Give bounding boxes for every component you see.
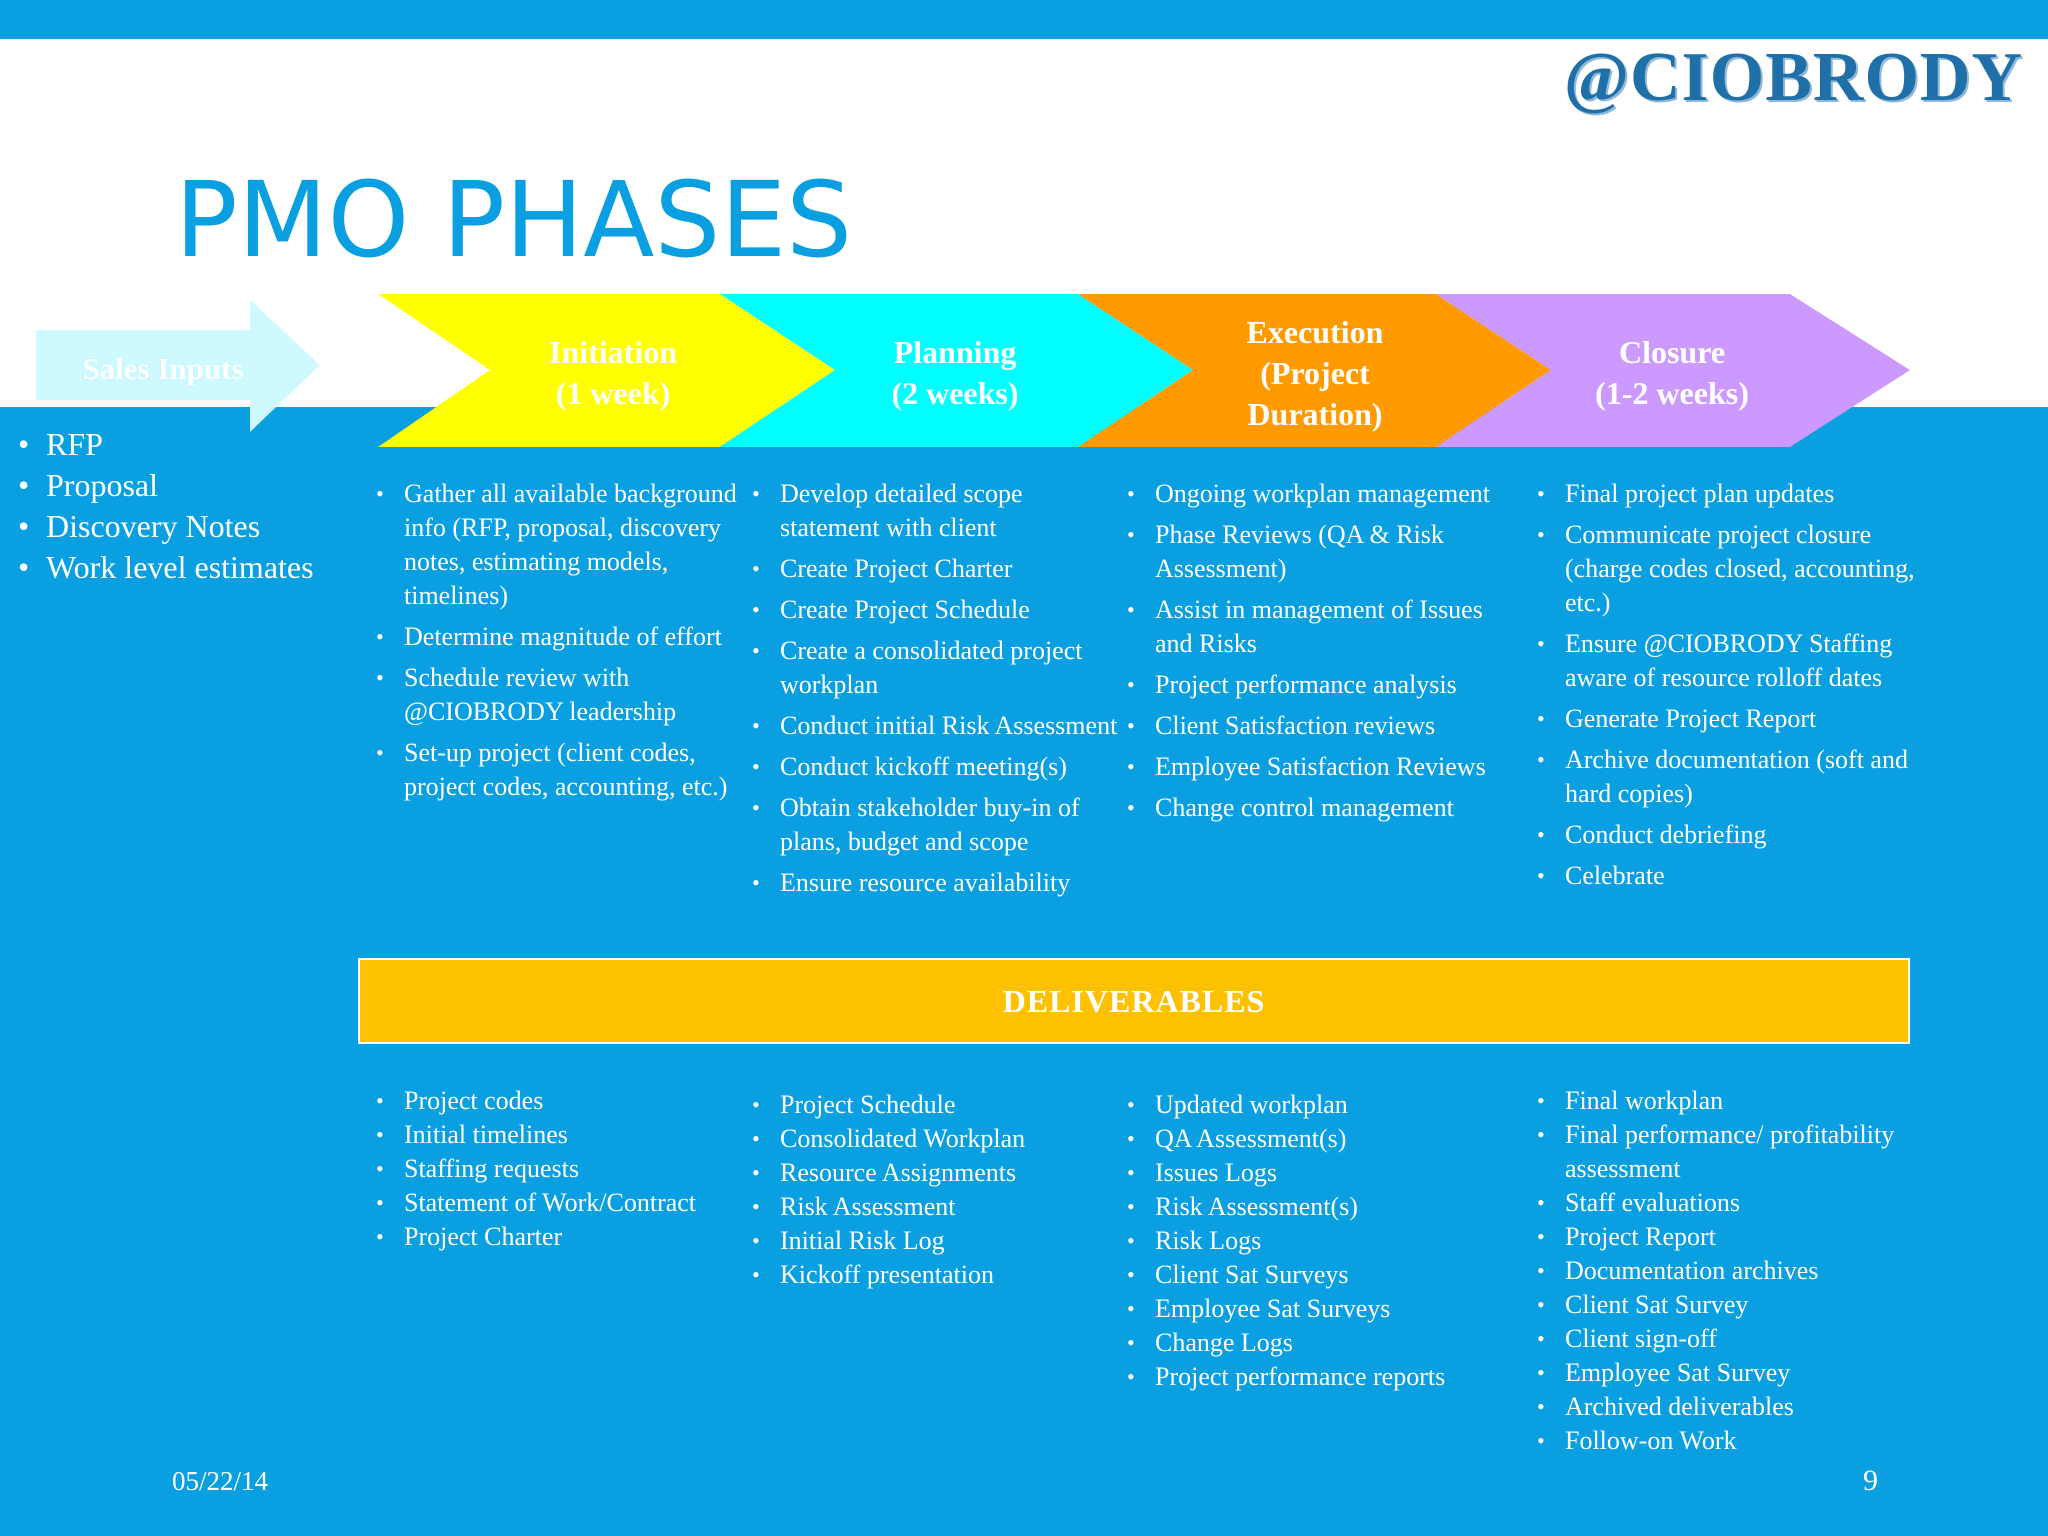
list-item: Conduct debriefing bbox=[1537, 818, 1917, 852]
list-item: Follow-on Work bbox=[1537, 1424, 1917, 1458]
list-item: Client sign-off bbox=[1537, 1322, 1917, 1356]
list-item: Staffing requests bbox=[376, 1152, 746, 1186]
list-item: Proposal bbox=[18, 465, 348, 506]
list-item: Assist in management of Issues and Risks bbox=[1127, 593, 1497, 661]
list-item: Generate Project Report bbox=[1537, 702, 1917, 736]
list-item: Ongoing workplan management bbox=[1127, 477, 1497, 511]
phase-title-line: (1-2 weeks) bbox=[1595, 375, 1749, 411]
list-item: Resource Assignments bbox=[752, 1156, 1122, 1190]
list-item: Project codes bbox=[376, 1084, 746, 1118]
sales-inputs-list: RFP Proposal Discovery Notes Work level … bbox=[18, 424, 348, 588]
list-item: Set-up project (client codes, project co… bbox=[376, 736, 746, 804]
list-item: Archive documentation (soft and hard cop… bbox=[1537, 743, 1917, 811]
chevron-closure bbox=[1436, 294, 1910, 447]
list-item: Celebrate bbox=[1537, 859, 1917, 893]
list-item: Employee Sat Survey bbox=[1537, 1356, 1917, 1390]
list-item: Employee Sat Surveys bbox=[1127, 1292, 1497, 1326]
initiation-activities: Gather all available background info (RF… bbox=[376, 477, 746, 811]
sales-inputs-arrow bbox=[36, 300, 320, 432]
phase-title-closure: Closure (1-2 weeks) bbox=[1537, 332, 1807, 414]
footer-date: 05/22/14 bbox=[172, 1466, 269, 1496]
list-item: Create Project Charter bbox=[752, 552, 1122, 586]
sales-inputs-label: Sales Inputs bbox=[82, 351, 244, 386]
list-item: Staff evaluations bbox=[1537, 1186, 1917, 1220]
list-item: Risk Assessment(s) bbox=[1127, 1190, 1497, 1224]
list-item: Gather all available background info (RF… bbox=[376, 477, 746, 613]
list-item: Conduct initial Risk Assessment bbox=[752, 709, 1122, 743]
list-item: Work level estimates bbox=[18, 547, 348, 588]
list-item: Phase Reviews (QA & Risk Assessment) bbox=[1127, 518, 1497, 586]
phase-title-line: (Project bbox=[1260, 355, 1370, 391]
list-item: Employee Satisfaction Reviews bbox=[1127, 750, 1497, 784]
phase-chevrons bbox=[36, 294, 1910, 447]
list-item: Schedule review with @CIOBRODY leadershi… bbox=[376, 661, 746, 729]
list-item: Ensure @CIOBRODY Staffing aware of resou… bbox=[1537, 627, 1917, 695]
closure-deliverables: Final workplan Final performance/ profit… bbox=[1537, 1084, 1917, 1458]
list-item: Risk Logs bbox=[1127, 1224, 1497, 1258]
page-title: PMO PHASES bbox=[175, 159, 853, 281]
phase-title-line: Planning bbox=[893, 334, 1017, 370]
list-item: Project Charter bbox=[376, 1220, 746, 1254]
list-item: Updated workplan bbox=[1127, 1088, 1497, 1122]
list-item: Final workplan bbox=[1537, 1084, 1917, 1118]
list-item: Develop detailed scope statement with cl… bbox=[752, 477, 1122, 545]
phase-title-line: (2 weeks) bbox=[891, 375, 1019, 411]
list-item: Change control management bbox=[1127, 791, 1497, 825]
list-item: Communicate project closure (charge code… bbox=[1537, 518, 1917, 620]
list-item: Create a consolidated project workplan bbox=[752, 634, 1122, 702]
list-item: Initial timelines bbox=[376, 1118, 746, 1152]
phase-title-line: Initiation bbox=[548, 334, 678, 370]
top-accent-bar bbox=[0, 0, 2048, 39]
phase-title-line: Duration) bbox=[1247, 396, 1383, 432]
list-item: Archived deliverables bbox=[1537, 1390, 1917, 1424]
list-item: QA Assessment(s) bbox=[1127, 1122, 1497, 1156]
list-item: Client Sat Surveys bbox=[1127, 1258, 1497, 1292]
list-item: Issues Logs bbox=[1127, 1156, 1497, 1190]
phase-title-planning: Planning (2 weeks) bbox=[820, 332, 1090, 414]
list-item: Kickoff presentation bbox=[752, 1258, 1122, 1292]
initiation-deliverables: Project codes Initial timelines Staffing… bbox=[376, 1084, 746, 1254]
chevron-planning bbox=[720, 294, 1193, 447]
list-item: Create Project Schedule bbox=[752, 593, 1122, 627]
list-item: Risk Assessment bbox=[752, 1190, 1122, 1224]
execution-deliverables: Updated workplan QA Assessment(s) Issues… bbox=[1127, 1088, 1497, 1394]
list-item: Project Schedule bbox=[752, 1088, 1122, 1122]
phase-title-initiation: Initiation (1 week) bbox=[478, 332, 748, 414]
list-item: RFP bbox=[18, 424, 348, 465]
list-item: Initial Risk Log bbox=[752, 1224, 1122, 1258]
phase-title-line: Closure bbox=[1618, 334, 1726, 370]
list-item: Project Report bbox=[1537, 1220, 1917, 1254]
execution-activities: Ongoing workplan management Phase Review… bbox=[1127, 477, 1497, 832]
planning-activities: Develop detailed scope statement with cl… bbox=[752, 477, 1122, 907]
list-item: Ensure resource availability bbox=[752, 866, 1122, 900]
list-item: Statement of Work/Contract bbox=[376, 1186, 746, 1220]
closure-activities: Final project plan updates Communicate p… bbox=[1537, 477, 1917, 900]
list-item: Change Logs bbox=[1127, 1326, 1497, 1360]
phase-title-execution: Execution (Project Duration) bbox=[1180, 312, 1450, 435]
deliverables-banner: DELIVERABLES bbox=[358, 958, 1910, 1044]
phase-title-line: (1 week) bbox=[555, 375, 671, 411]
phase-title-line: Execution bbox=[1246, 314, 1384, 350]
brand-logo: @CIOBRODY bbox=[1563, 39, 2023, 116]
list-item: Project performance reports bbox=[1127, 1360, 1497, 1394]
list-item: Conduct kickoff meeting(s) bbox=[752, 750, 1122, 784]
list-item: Documentation archives bbox=[1537, 1254, 1917, 1288]
chevron-initiation bbox=[378, 294, 835, 447]
list-item: Final performance/ profitability assessm… bbox=[1537, 1118, 1917, 1186]
page-number: 9 bbox=[1863, 1464, 1878, 1497]
list-item: Determine magnitude of effort bbox=[376, 620, 746, 654]
list-item: Discovery Notes bbox=[18, 506, 348, 547]
list-item: Consolidated Workplan bbox=[752, 1122, 1122, 1156]
chevron-execution bbox=[1078, 294, 1551, 447]
list-item: Client Satisfaction reviews bbox=[1127, 709, 1497, 743]
list-item: Final project plan updates bbox=[1537, 477, 1917, 511]
planning-deliverables: Project Schedule Consolidated Workplan R… bbox=[752, 1088, 1122, 1292]
list-item: Client Sat Survey bbox=[1537, 1288, 1917, 1322]
list-item: Project performance analysis bbox=[1127, 668, 1497, 702]
list-item: Obtain stakeholder buy-in of plans, budg… bbox=[752, 791, 1122, 859]
